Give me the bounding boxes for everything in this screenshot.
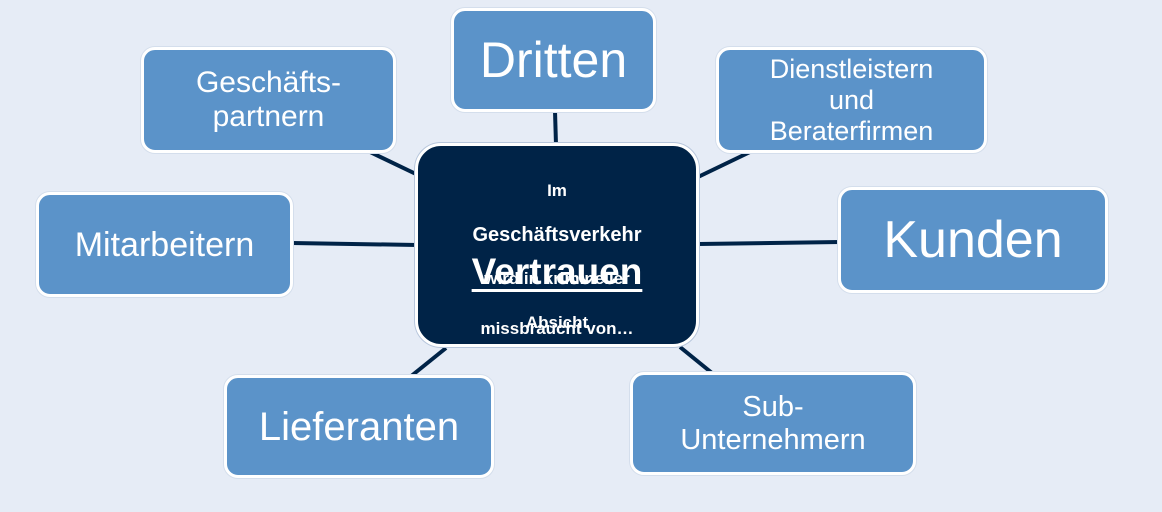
central-keyword: Vertrauen <box>471 251 643 292</box>
connector-subunternehmern <box>678 345 714 375</box>
node-kunden: Kunden <box>838 187 1108 293</box>
node-dienstleistern-label: Dienstleistern und Beraterfirmen <box>769 53 934 146</box>
central-intro: Im Geschäftsverkehr wird in krimineller … <box>418 158 696 356</box>
node-mitarbeitern-label: Mitarbeitern <box>74 225 255 264</box>
connector-kunden <box>698 240 841 246</box>
node-kunden-label: Kunden <box>883 211 1063 269</box>
central-line-2: Geschäftsverkehr <box>472 224 642 246</box>
node-lieferanten-label: Lieferanten <box>258 404 460 449</box>
connector-dritten <box>553 110 558 146</box>
node-mitarbeitern: Mitarbeitern <box>36 192 293 297</box>
node-dritten: Dritten <box>451 8 656 112</box>
connector-dienstleistern <box>697 150 751 179</box>
node-geschaeftspartnern: Geschäfts- partnern <box>141 47 396 153</box>
connector-mitarbeitern <box>291 241 418 247</box>
central-line-4: Absicht <box>525 313 589 332</box>
central-line-3: wird in krimineller <box>484 269 630 288</box>
central-line-1: Im <box>547 181 567 200</box>
node-subunternehmern: Sub- Unternehmern <box>630 372 916 475</box>
node-subunternehmern-label: Sub- Unternehmern <box>680 390 866 456</box>
node-lieferanten: Lieferanten <box>224 375 494 478</box>
connector-geschaeftspartnern <box>369 150 419 177</box>
node-dienstleistern: Dienstleistern und Beraterfirmen <box>716 47 987 153</box>
node-geschaeftspartnern-label: Geschäfts- partnern <box>195 66 342 133</box>
central-node: Im Geschäftsverkehr wird in krimineller … <box>415 143 699 347</box>
central-tail: missbraucht von… <box>480 319 634 338</box>
node-dritten-label: Dritten <box>479 32 628 88</box>
connector-lieferanten <box>408 346 448 379</box>
